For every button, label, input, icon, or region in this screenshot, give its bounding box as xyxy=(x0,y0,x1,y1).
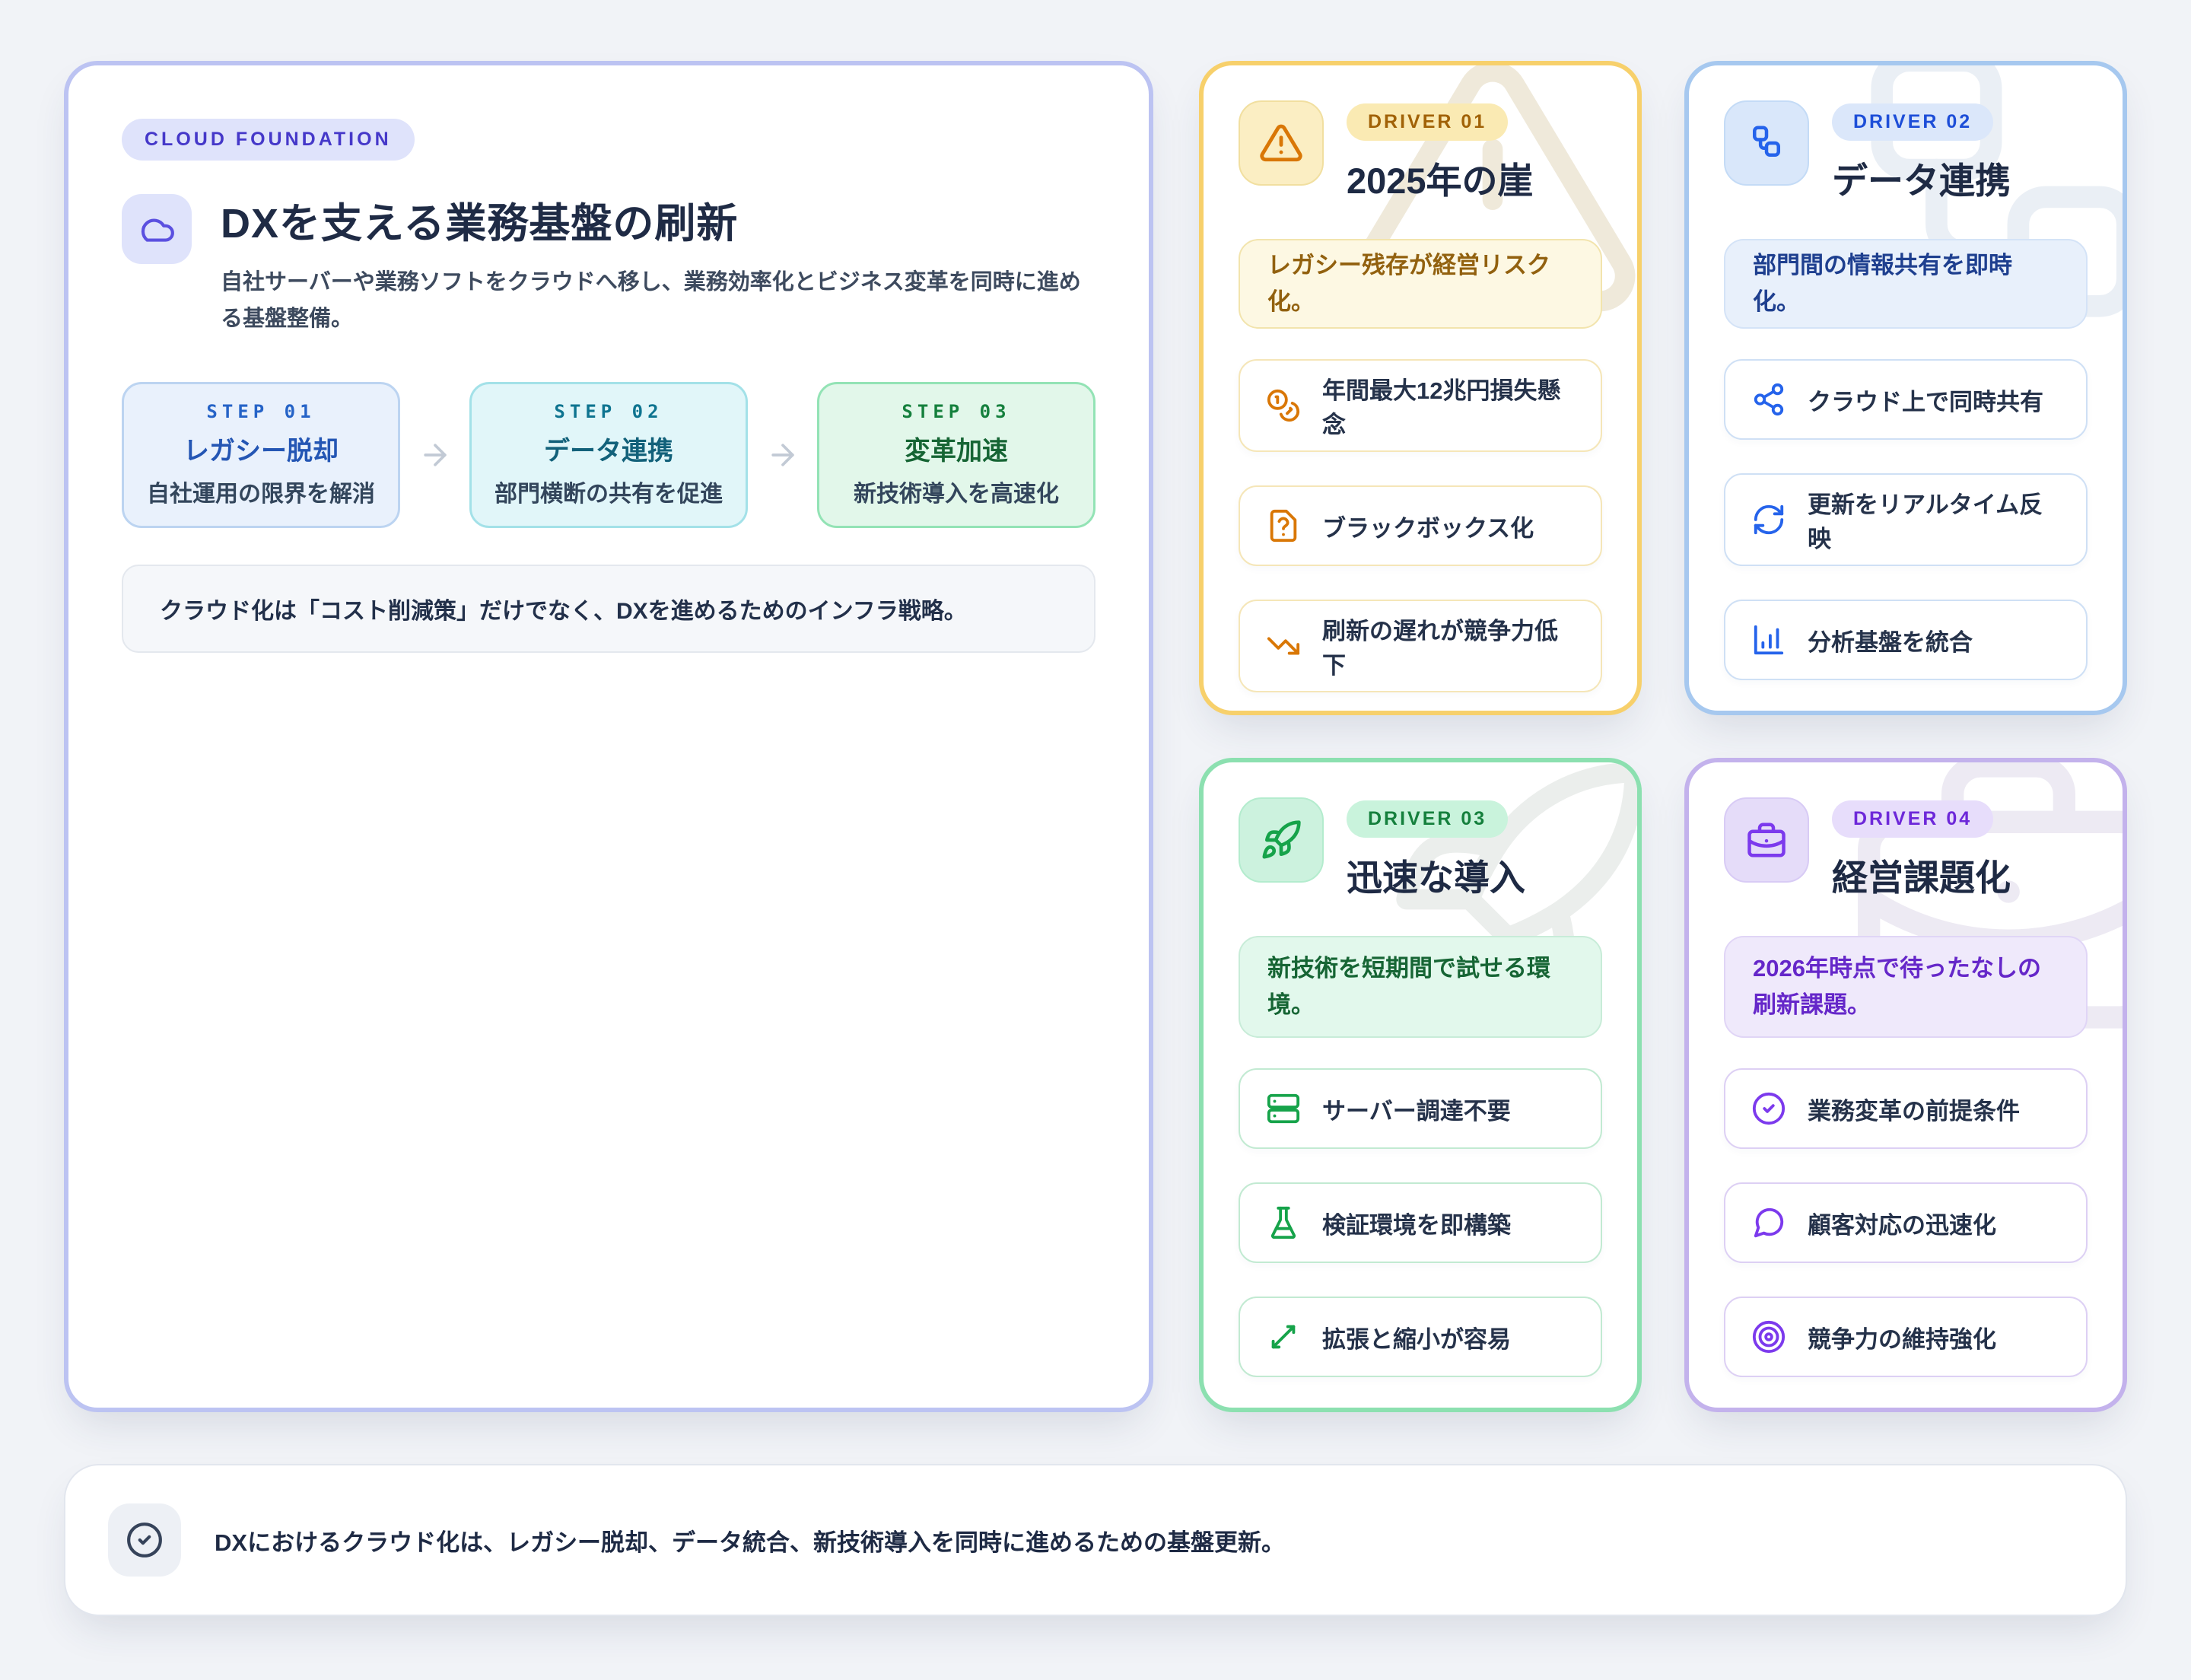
driver-highlight: 部門間の情報共有を即時化。 xyxy=(1724,239,2088,329)
main-header: DXを支える業務基盤の刷新 自社サーバーや業務ソフトをクラウドへ移し、業務効率化… xyxy=(122,189,1096,338)
cloud-icon xyxy=(122,194,192,264)
check-circle-icon xyxy=(108,1503,181,1577)
item-label: 拡張と縮小が容易 xyxy=(1322,1325,1511,1353)
item-label: 年間最大12兆円損失懸念 xyxy=(1322,377,1561,438)
refresh-icon xyxy=(1754,504,1784,535)
driver-title: 2025年の崖 xyxy=(1347,161,1534,201)
item-label: 競争力の維持強化 xyxy=(1808,1325,1996,1353)
item-label: 業務変革の前提条件 xyxy=(1808,1097,2020,1125)
step-title: 変革加速 xyxy=(905,437,1008,466)
driver-card-02: DRIVER 02 データ連携 部門間の情報共有を即時化。 クラウド上で同時共有… xyxy=(1684,61,2127,715)
step-label: STEP 01 xyxy=(206,401,316,423)
driver-card-04: DRIVER 04 経営課題化 2026年時点で待ったなしの刷新課題。 業務変革… xyxy=(1684,758,2127,1412)
item-label: 顧客対応の迅速化 xyxy=(1808,1211,1996,1239)
driver-header: DRIVER 04 経営課題化 xyxy=(1724,797,2088,901)
flask-icon xyxy=(1270,1206,1296,1239)
list-item: 業務変革の前提条件 xyxy=(1724,1068,2088,1149)
share-icon xyxy=(1754,383,1784,416)
item-label: クラウド上で同時共有 xyxy=(1808,388,2043,415)
driver-badge: DRIVER 04 xyxy=(1832,800,1994,838)
item-label: 分析基盤を統合 xyxy=(1808,628,1973,656)
arrow-right-icon xyxy=(400,382,469,528)
workflow-icon xyxy=(1724,100,1809,186)
driver-title: 迅速な導入 xyxy=(1347,858,1525,898)
check-circle-icon xyxy=(1752,1092,1786,1125)
item-label: 更新をリアルタイム反映 xyxy=(1808,492,2043,552)
summary-bar: DXにおけるクラウド化は、レガシー脱却、データ統合、新技術導入を同時に進めるため… xyxy=(64,1464,2127,1616)
driver-card-03: DRIVER 03 迅速な導入 新技術を短期間で試せる環境。 サーバー調達不要 … xyxy=(1199,758,1642,1412)
coins-icon xyxy=(1267,389,1300,422)
item-label: 刷新の遅れが競争力低下 xyxy=(1322,618,1558,679)
expand-diagonal-icon xyxy=(1271,1325,1296,1349)
steps-row: STEP 01 レガシー脱却 自社運用の限界を解消 STEP 02 データ連携 … xyxy=(122,381,1096,528)
list-item: 顧客対応の迅速化 xyxy=(1724,1182,2088,1263)
driver-card-01: DRIVER 01 2025年の崖 レガシー残存が経営リスク化。 年間最大12兆… xyxy=(1199,61,1642,715)
alert-triangle-icon xyxy=(1239,100,1324,186)
step-desc: 部門横断の共有を促進 xyxy=(494,482,723,508)
list-item: 拡張と縮小が容易 xyxy=(1239,1297,1602,1377)
driver-title: データ連携 xyxy=(1832,161,2011,201)
server-icon xyxy=(1267,1093,1300,1124)
list-item: ブラックボックス化 xyxy=(1239,485,1602,566)
step-label: STEP 03 xyxy=(902,401,1011,423)
step-card-2: STEP 02 データ連携 部門横断の共有を促進 xyxy=(469,381,748,528)
file-question-icon xyxy=(1270,509,1297,542)
step-title: レガシー脱却 xyxy=(183,437,339,466)
driver-badge: DRIVER 03 xyxy=(1347,800,1509,838)
step-card-1: STEP 01 レガシー脱却 自社運用の限界を解消 xyxy=(122,381,400,528)
step-label: STEP 02 xyxy=(554,401,663,423)
page-subtitle: 自社サーバーや業務ソフトをクラウドへ移し、業務効率化とビジネス変革を同時に進める… xyxy=(221,270,1081,331)
driver-item-list: 業務変革の前提条件 顧客対応の迅速化 競争力の維持強化 xyxy=(1724,1068,2088,1377)
driver-badge: DRIVER 02 xyxy=(1832,103,1994,141)
item-label: 検証環境を即構築 xyxy=(1322,1211,1511,1239)
driver-header: DRIVER 02 データ連携 xyxy=(1724,100,2088,204)
list-item: 競争力の維持強化 xyxy=(1724,1297,2088,1377)
driver-header: DRIVER 03 迅速な導入 xyxy=(1239,797,1602,901)
item-label: ブラックボックス化 xyxy=(1322,514,1534,542)
arrow-right-icon xyxy=(748,382,817,528)
list-item: 検証環境を即構築 xyxy=(1239,1182,1602,1263)
list-item: 年間最大12兆円損失懸念 xyxy=(1239,359,1602,452)
list-item: サーバー調達不要 xyxy=(1239,1068,1602,1149)
bar-chart-icon xyxy=(1754,625,1784,655)
driver-header: DRIVER 01 2025年の崖 xyxy=(1239,100,1602,204)
list-item: クラウド上で同時共有 xyxy=(1724,359,2088,440)
driver-grid: DRIVER 01 2025年の崖 レガシー残存が経営リスク化。 年間最大12兆… xyxy=(1199,61,2127,1412)
driver-highlight: 新技術を短期間で試せる環境。 xyxy=(1239,936,1602,1038)
page-title: DXを支える業務基盤の刷新 xyxy=(221,201,739,247)
chat-bubble-icon xyxy=(1754,1208,1784,1238)
section-badge: CLOUD FOUNDATION xyxy=(122,119,415,161)
step-card-3: STEP 03 変革加速 新技術導入を高速化 xyxy=(817,381,1096,528)
list-item: 更新をリアルタイム反映 xyxy=(1724,473,2088,566)
list-item: 分析基盤を統合 xyxy=(1724,600,2088,680)
item-label: サーバー調達不要 xyxy=(1322,1097,1511,1125)
cloud-foundation-card: CLOUD FOUNDATION DXを支える業務基盤の刷新 自社サーバーや業務… xyxy=(64,61,1153,1412)
target-icon xyxy=(1752,1320,1786,1354)
driver-badge: DRIVER 01 xyxy=(1347,103,1509,141)
summary-text: DXにおけるクラウド化は、レガシー脱却、データ統合、新技術導入を同時に進めるため… xyxy=(215,1529,1286,1556)
step-title: データ連携 xyxy=(544,437,673,466)
strategy-note: クラウド化は「コスト削減策」だけでなく、DXを進めるためのインフラ戦略。 xyxy=(122,564,1096,653)
driver-highlight: レガシー残存が経営リスク化。 xyxy=(1239,239,1602,329)
list-item: 刷新の遅れが競争力低下 xyxy=(1239,600,1602,692)
briefcase-icon xyxy=(1724,797,1809,883)
step-desc: 新技術導入を高速化 xyxy=(854,482,1059,508)
driver-highlight: 2026年時点で待ったなしの刷新課題。 xyxy=(1724,936,2088,1038)
rocket-icon xyxy=(1239,797,1324,883)
driver-title: 経営課題化 xyxy=(1832,858,2011,898)
driver-item-list: 年間最大12兆円損失懸念 ブラックボックス化 刷新の遅れが競争力低下 xyxy=(1239,359,1602,692)
trending-down-icon xyxy=(1267,637,1300,655)
driver-item-list: サーバー調達不要 検証環境を即構築 拡張と縮小が容易 xyxy=(1239,1068,1602,1377)
driver-item-list: クラウド上で同時共有 更新をリアルタイム反映 分析基盤を統合 xyxy=(1724,359,2088,680)
step-desc: 自社運用の限界を解消 xyxy=(147,482,375,508)
